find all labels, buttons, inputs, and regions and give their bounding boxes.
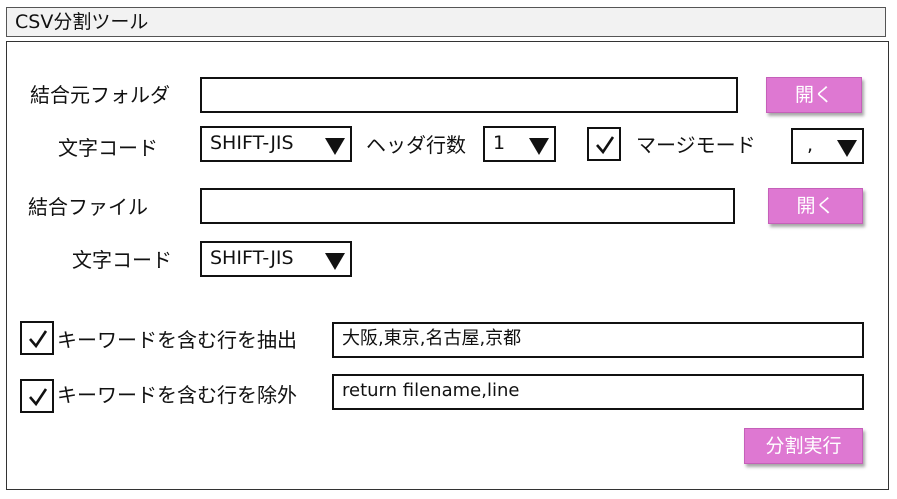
extract-keywords-input[interactable]: 大阪,東京,名古屋,京都 — [332, 322, 864, 358]
extract-filter-label: キーワードを含む行を抽出 — [57, 328, 297, 352]
exclude-filter-label: キーワードを含む行を除外 — [57, 383, 297, 407]
merge-file-label: 結合ファイル — [28, 195, 148, 219]
header-rows-select[interactable]: 1 — [483, 126, 556, 162]
split-execute-button[interactable]: 分割実行 — [744, 428, 863, 464]
folder-encoding-select[interactable]: SHIFT-JIS — [200, 126, 352, 162]
delimiter-select[interactable]: , — [791, 128, 864, 164]
header-rows-value: 1 — [493, 132, 506, 154]
exclude-keywords-input[interactable]: return filename,line — [332, 374, 864, 410]
exclude-filter-checkbox[interactable] — [20, 379, 54, 413]
checkmark-icon — [29, 330, 48, 349]
extract-filter-checkbox[interactable] — [20, 321, 54, 355]
checkmark-icon — [596, 136, 615, 155]
triangle-down-icon — [325, 138, 345, 155]
triangle-down-icon — [325, 253, 345, 270]
file-encoding-select[interactable]: SHIFT-JIS — [200, 241, 352, 277]
file-encoding-label: 文字コード — [72, 248, 172, 272]
folder-encoding-label: 文字コード — [58, 136, 158, 160]
merge-mode-checkbox[interactable] — [587, 127, 621, 161]
checkmark-icon — [29, 388, 48, 407]
merge-folder-input[interactable] — [200, 77, 738, 113]
triangle-down-icon — [837, 140, 857, 157]
merge-mode-label: マージモード — [636, 133, 756, 157]
window-title: CSV分割ツール — [6, 7, 886, 37]
delimiter-value: , — [807, 134, 814, 156]
file-encoding-value: SHIFT-JIS — [210, 247, 294, 269]
folder-encoding-value: SHIFT-JIS — [210, 132, 294, 154]
open-folder-button[interactable]: 開く — [766, 77, 862, 113]
open-file-button[interactable]: 開く — [768, 188, 863, 224]
merge-file-input[interactable] — [200, 188, 735, 224]
header-rows-label: ヘッダ行数 — [366, 133, 466, 157]
triangle-down-icon — [529, 138, 549, 155]
main-panel — [6, 41, 889, 490]
merge-folder-label: 結合元フォルダ — [30, 83, 170, 107]
